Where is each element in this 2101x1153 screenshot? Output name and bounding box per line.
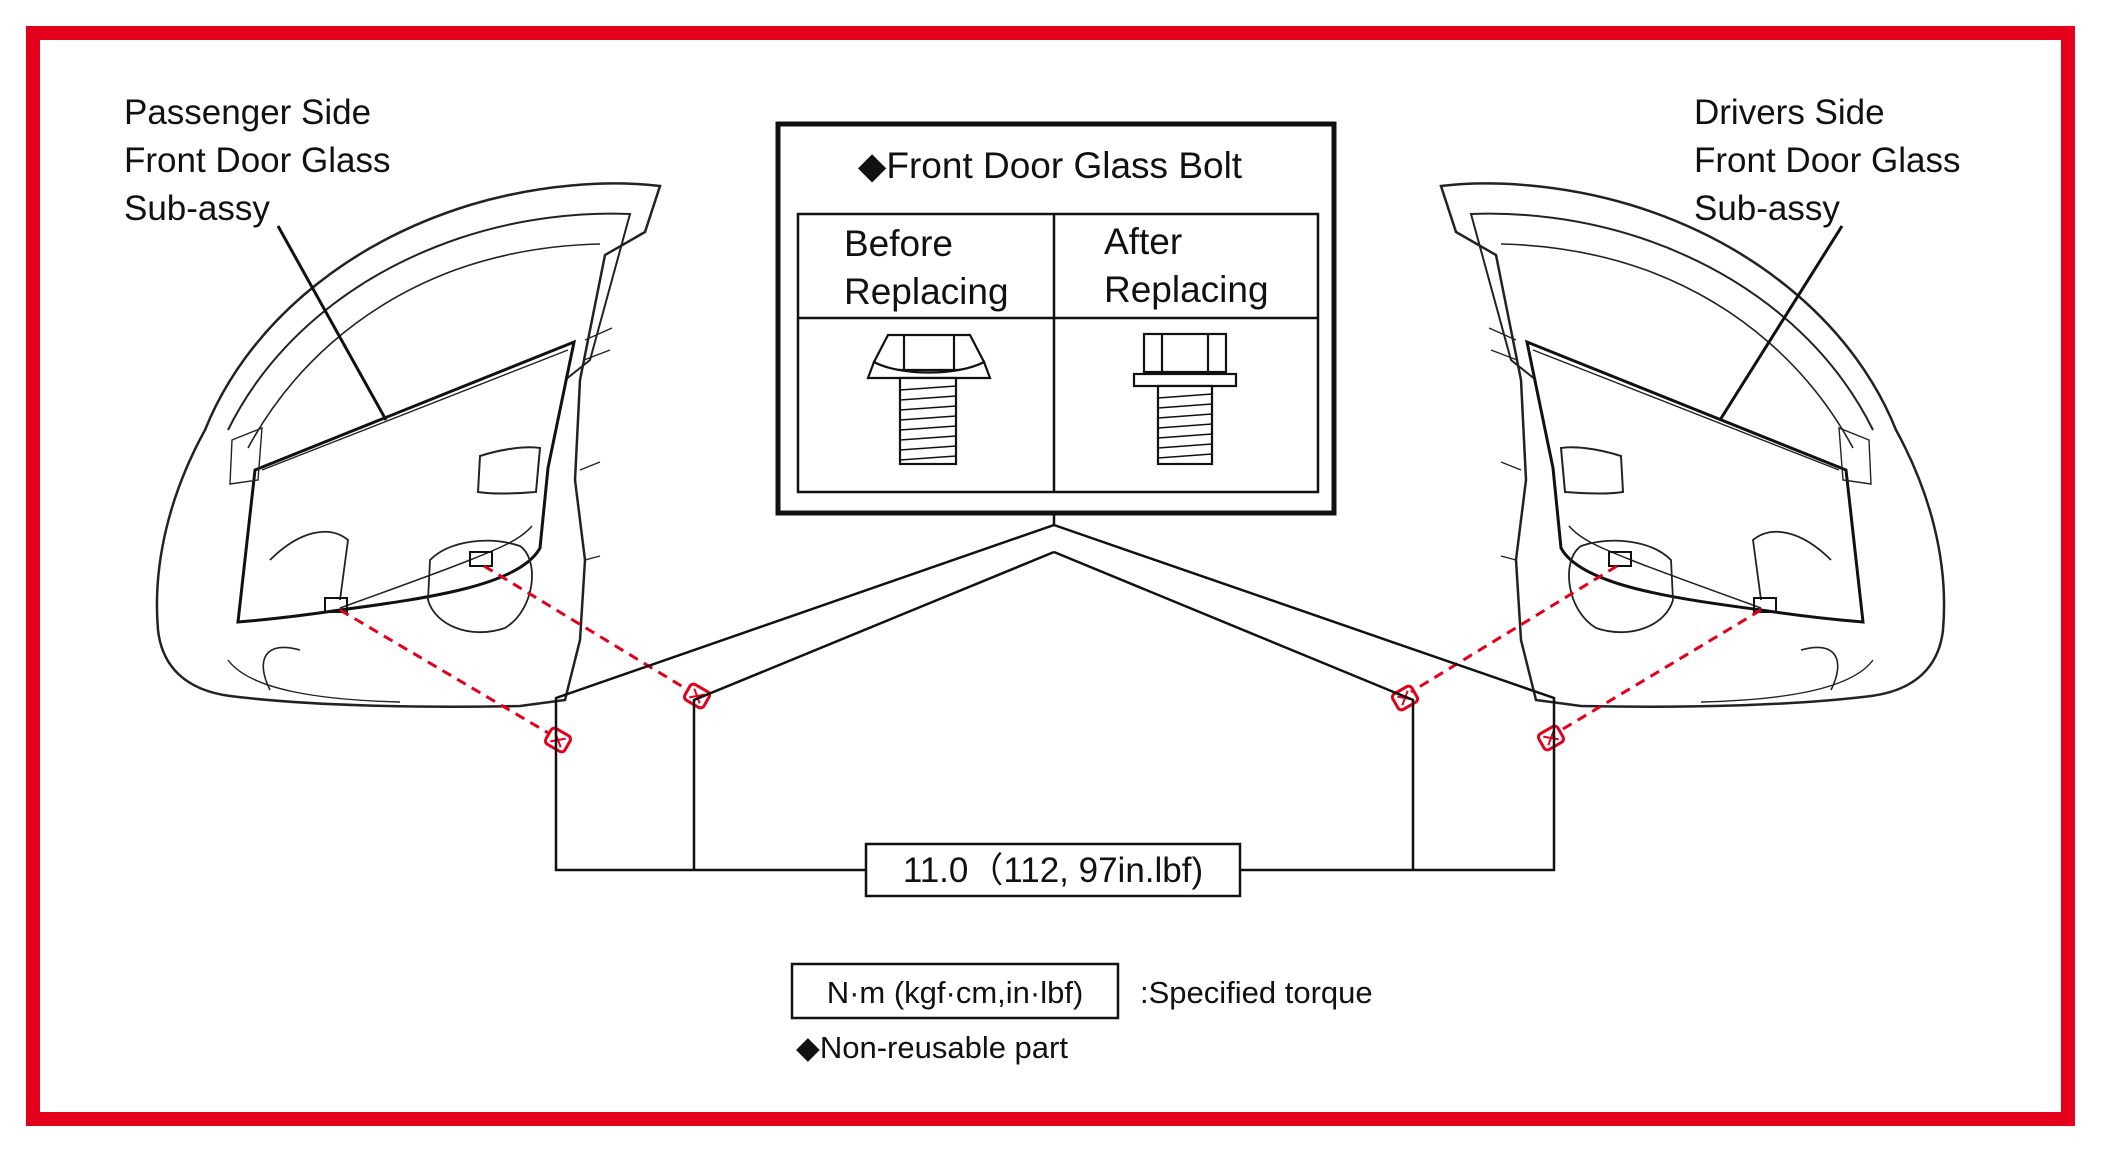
driver-leader-line <box>1718 225 1844 421</box>
bolt-marker-4 <box>1535 723 1567 753</box>
driver-label-line1: Drivers Side <box>1694 93 1885 132</box>
passenger-label-line3: Sub-assy <box>124 189 270 228</box>
passenger-leader-line <box>276 225 388 421</box>
torque-value-text: 11.0（112, 97in.lbf) <box>903 851 1203 890</box>
bolt-callout-box <box>775 121 1337 516</box>
before-label-line2: Replacing <box>844 271 1009 312</box>
driver-label-line2: Front Door Glass <box>1694 141 1960 180</box>
bolt-alignment-lines <box>339 564 1762 736</box>
passenger-label-line1: Passenger Side <box>124 93 371 132</box>
after-replacing-bolt-icon <box>1132 332 1238 466</box>
after-label-line2: Replacing <box>1104 269 1269 310</box>
non-reusable-legend: ◆Non-reusable part <box>796 1030 1068 1065</box>
torque-connector-lines <box>554 513 1556 872</box>
passenger-door-illustration <box>155 181 662 709</box>
driver-side-label: Drivers Side Front Door Glass Sub-assy <box>1694 93 1960 228</box>
driver-label-line3: Sub-assy <box>1694 189 1840 228</box>
bolt-marker-1 <box>542 725 574 755</box>
passenger-label-line2: Front Door Glass <box>124 141 390 180</box>
passenger-side-label: Passenger Side Front Door Glass Sub-assy <box>124 93 390 228</box>
torque-unit-description: :Specified torque <box>1140 975 1373 1010</box>
bolt-box-title: ◆Front Door Glass Bolt <box>858 145 1243 186</box>
torque-unit-box <box>790 962 1120 1020</box>
before-replacing-bolt-icon <box>866 333 992 466</box>
torque-value-box <box>864 842 1242 898</box>
after-label-line1: After <box>1104 221 1182 262</box>
driver-door-illustration <box>1439 181 1946 709</box>
before-label-line1: Before <box>844 223 953 264</box>
torque-unit-text: N·m (kgf·cm,in·lbf) <box>827 975 1084 1010</box>
